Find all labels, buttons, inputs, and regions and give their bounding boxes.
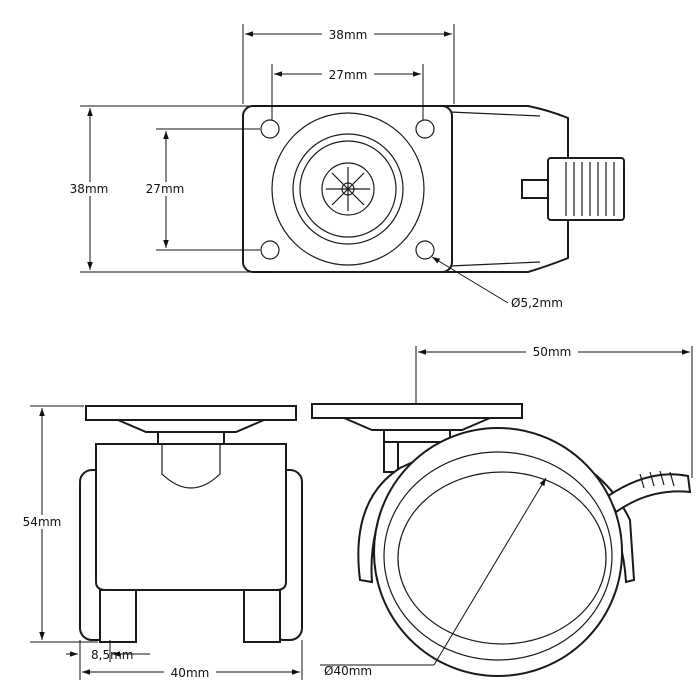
caster-body-top — [439, 105, 569, 273]
dim-label-wheel-diameter: Ø40mm — [324, 664, 372, 678]
dim-label-hole-diameter: Ø5,2mm — [511, 296, 563, 310]
dim-label-hole-spacing-y: 27mm — [146, 182, 185, 196]
brake-lever-top — [521, 157, 625, 221]
axle-leg-left — [99, 589, 137, 643]
mounting-hole-tr — [415, 119, 435, 139]
wheel-side — [373, 427, 623, 677]
caster-housing-front — [95, 443, 287, 591]
swivel-housing-front — [157, 431, 225, 445]
swivel-rivet — [326, 167, 370, 211]
dim-label-overall-length: 50mm — [533, 345, 572, 359]
dim-label-wheel-width: 8,5mm — [91, 648, 133, 662]
brake-lever-side — [606, 473, 692, 514]
side-view: 50mm Ø40mm — [311, 345, 693, 678]
front-view: 54mm 8,5mm 40mm — [18, 405, 303, 680]
top-view: 38mm 27mm 38mm 27mm Ø5,2mm — [64, 24, 625, 310]
mounting-plate-side — [311, 403, 523, 419]
dim-label-plate-width: 38mm — [329, 28, 368, 42]
dim-label-height: 54mm — [23, 515, 62, 529]
axle-leg-right — [243, 589, 281, 643]
swivel-housing-side — [383, 429, 451, 443]
mounting-hole-br — [415, 240, 435, 260]
mounting-hole-bl — [260, 240, 280, 260]
dim-label-plate-height: 38mm — [70, 182, 109, 196]
dim-label-overall-width: 40mm — [171, 666, 210, 680]
mounting-plate-front — [85, 405, 297, 421]
mounting-hole-tl — [260, 119, 280, 139]
dim-label-hole-spacing-x: 27mm — [329, 68, 368, 82]
